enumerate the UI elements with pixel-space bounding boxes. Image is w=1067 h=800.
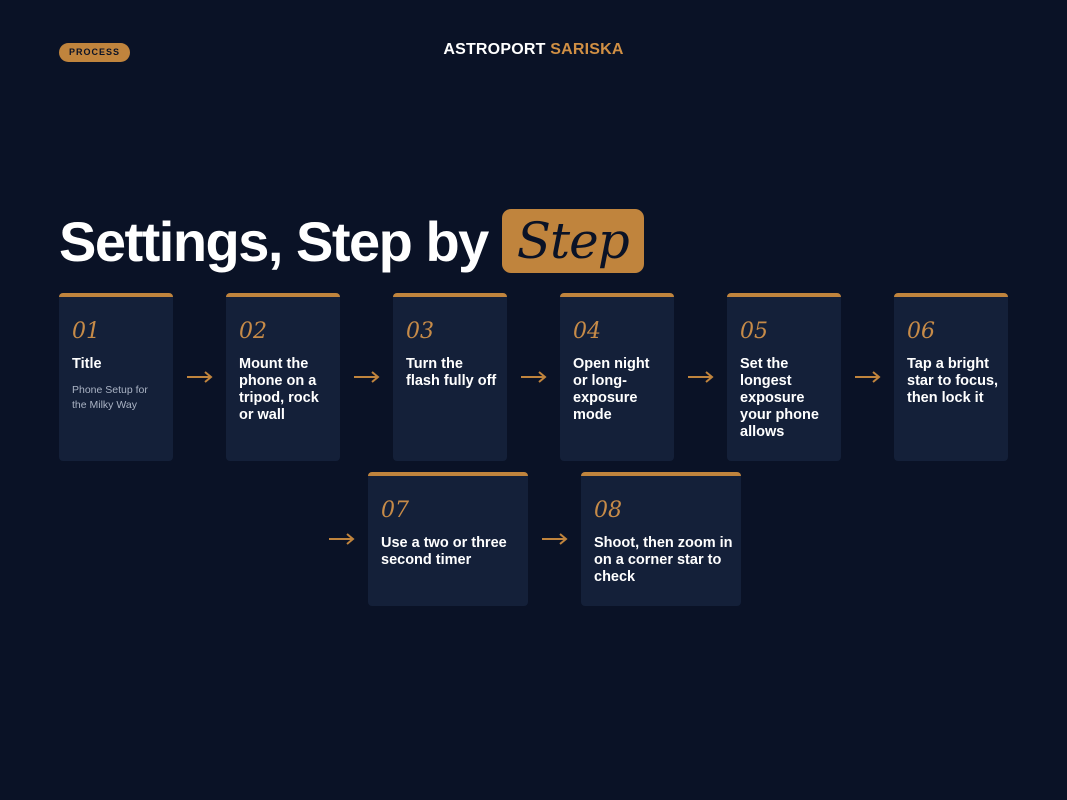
step-card-08: 08 Shoot, then zoom in on a corner star … xyxy=(581,472,741,606)
arrow-right-icon xyxy=(354,371,380,383)
page-title-text: Settings, Step by xyxy=(59,209,489,273)
arrow-right-icon xyxy=(542,533,568,545)
step-number: 04 xyxy=(573,319,601,344)
step-number: 08 xyxy=(594,498,622,523)
arrow-right-icon xyxy=(855,371,881,383)
arrow-right-icon xyxy=(521,371,547,383)
process-tag: PROCESS xyxy=(59,43,131,62)
step-label: Use a two or three second timer xyxy=(381,535,507,568)
step-card-06: 06 Tap a bright star to focus, then lock… xyxy=(894,293,1008,461)
step-card-05: 05 Set the longest exposure your phone a… xyxy=(727,293,841,461)
brand-main: ASTROPORT xyxy=(443,41,546,58)
step-label: Mount the phone on a tripod, rock or wal… xyxy=(239,356,319,423)
step-card-02: 02 Mount the phone on a tripod, rock or … xyxy=(226,293,340,461)
step-label: Title xyxy=(72,356,102,372)
step-label: Set the longest exposure your phone allo… xyxy=(740,356,819,440)
brand-accent: SARISKA xyxy=(550,41,624,58)
page-title: Settings, Step by Step xyxy=(59,208,644,274)
page-title-highlight: Step xyxy=(501,209,644,273)
step-card-04: 04 Open night or long-exposure mode xyxy=(560,293,674,461)
step-card-01: 01 Title Phone Setup for the Milky Way xyxy=(59,293,173,461)
step-number: 03 xyxy=(406,319,434,344)
step-number: 05 xyxy=(740,319,768,344)
step-label: Open night or long-exposure mode xyxy=(573,356,650,423)
brand-title: ASTROPORT SARISKA xyxy=(0,41,1067,59)
arrow-right-icon xyxy=(329,533,355,545)
step-card-03: 03 Turn the flash fully off xyxy=(393,293,507,461)
step-label: Shoot, then zoom in on a corner star to … xyxy=(594,535,733,585)
step-number: 07 xyxy=(381,498,409,523)
arrow-right-icon xyxy=(187,371,213,383)
step-number: 02 xyxy=(239,319,267,344)
step-label: Turn the flash fully off xyxy=(406,356,497,389)
step-label: Tap a bright star to focus, then lock it xyxy=(907,356,999,406)
arrow-right-icon xyxy=(688,371,714,383)
step-number: 06 xyxy=(907,319,935,344)
step-number: 01 xyxy=(72,319,100,344)
step-card-07: 07 Use a two or three second timer xyxy=(368,472,528,606)
step-subtitle: Phone Setup for the Milky Way xyxy=(72,384,148,411)
